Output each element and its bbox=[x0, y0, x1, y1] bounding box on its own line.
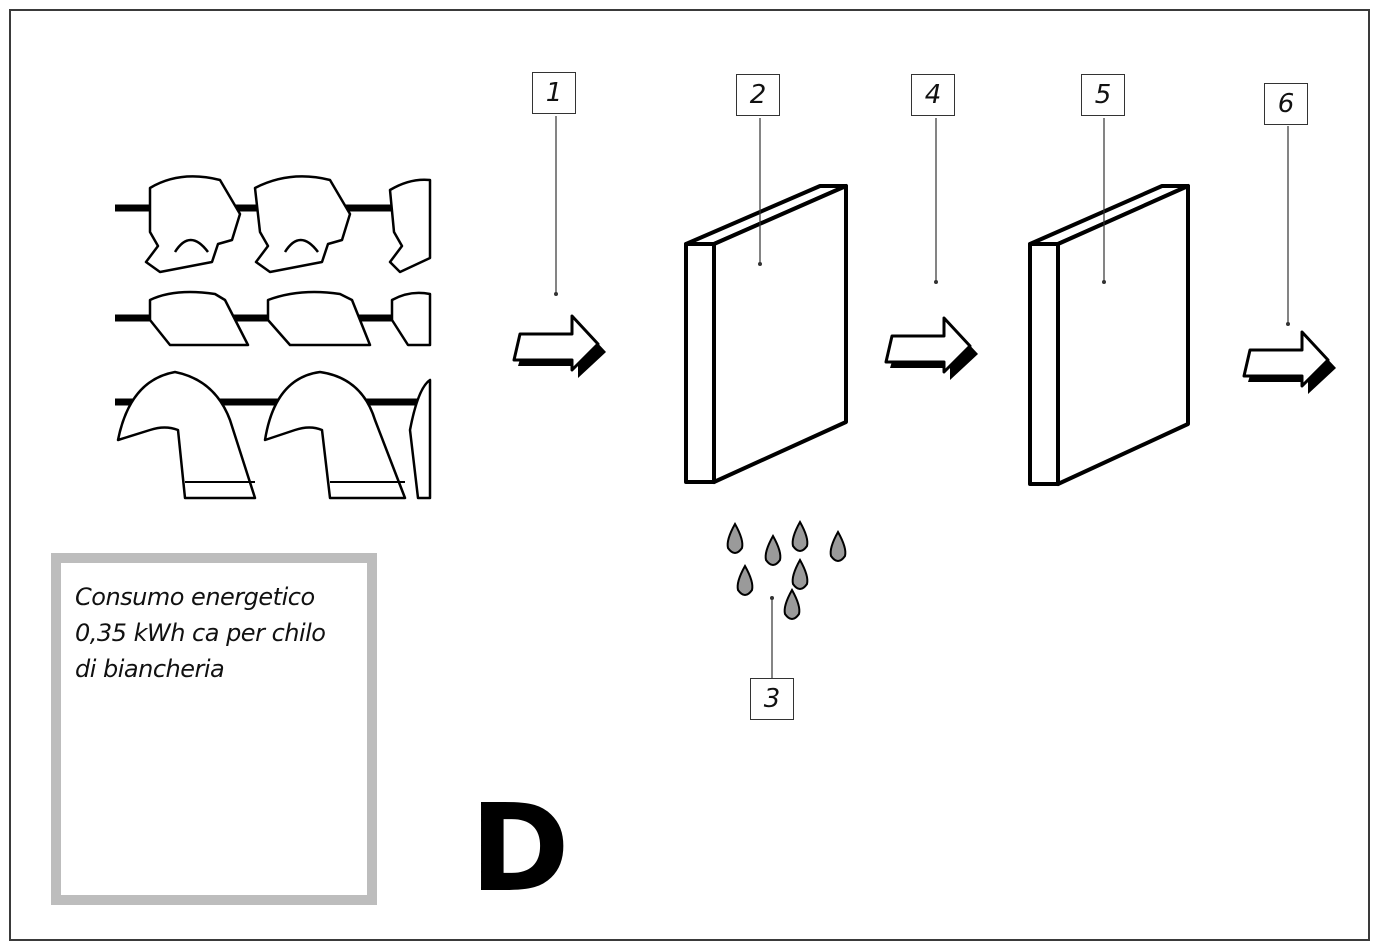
energy-info-text: Consumo energetico 0,35 kWh ca per chilo… bbox=[75, 583, 326, 683]
filter-panel-icon-1 bbox=[684, 184, 848, 484]
filter-panel-icon-2 bbox=[1028, 184, 1190, 486]
label-3: 3 bbox=[750, 678, 794, 720]
label-6: 6 bbox=[1264, 83, 1308, 125]
hanging-laundry-icon bbox=[115, 175, 432, 500]
label-4: 4 bbox=[911, 74, 955, 116]
label-5: 5 bbox=[1081, 74, 1125, 116]
leader-dots bbox=[554, 262, 1290, 600]
right-arrow-icon-1 bbox=[512, 314, 606, 378]
water-drop-icon-group bbox=[726, 519, 847, 620]
label-2: 2 bbox=[736, 74, 780, 116]
energy-info-box: Consumo energetico 0,35 kWh ca per chilo… bbox=[51, 553, 377, 905]
right-arrow-icon-2 bbox=[884, 316, 978, 380]
right-arrow-icon-3 bbox=[1242, 330, 1336, 394]
diagram-letter: D bbox=[470, 780, 570, 919]
leader-lines bbox=[555, 116, 1289, 680]
label-1: 1 bbox=[532, 72, 576, 114]
